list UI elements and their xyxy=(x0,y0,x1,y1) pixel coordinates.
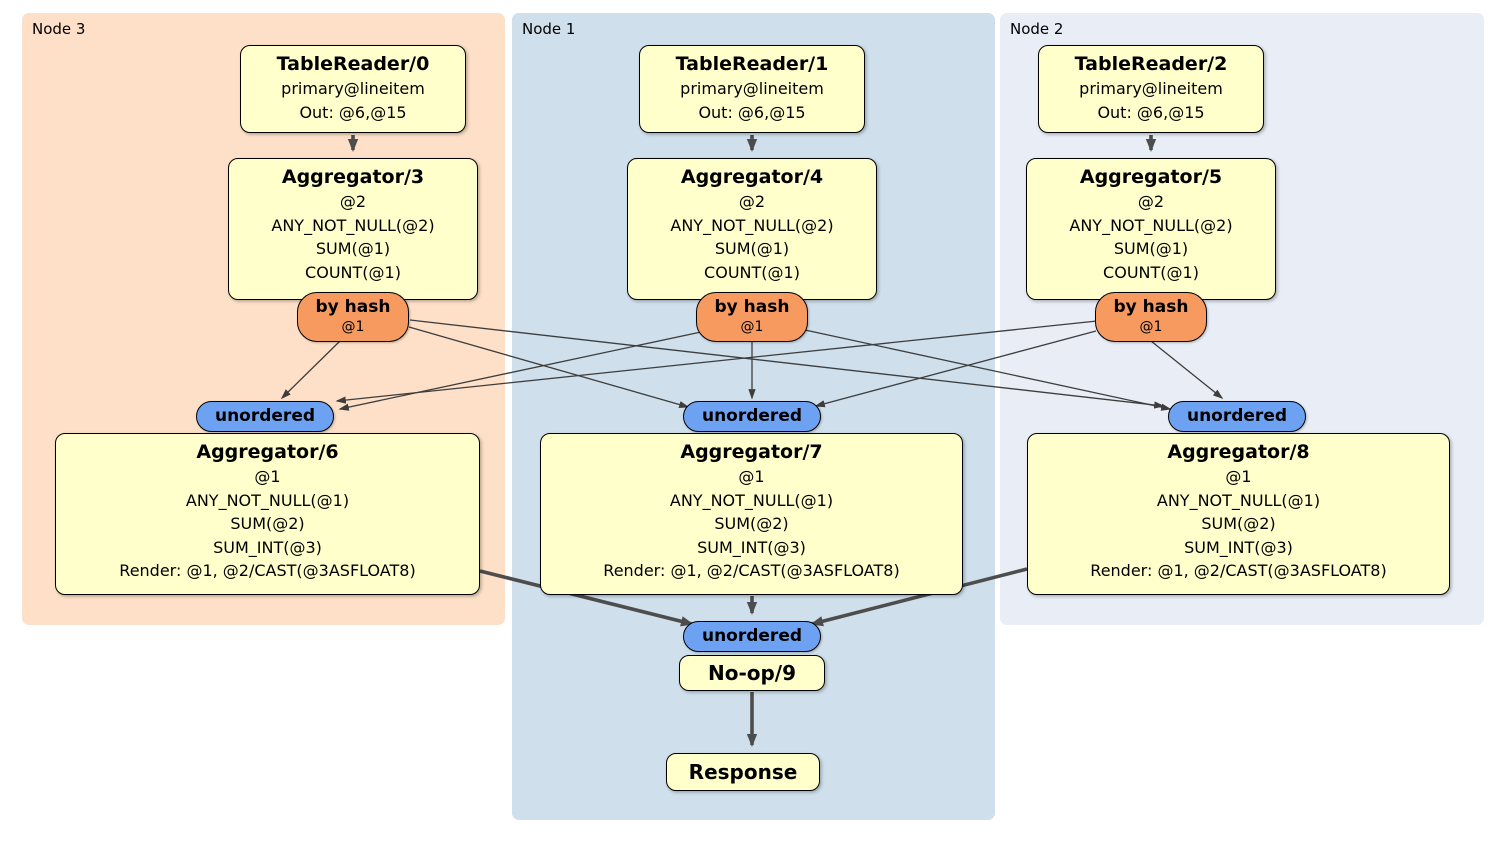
processor-title: TableReader/1 xyxy=(675,53,829,75)
unordered-stream-node2: unordered xyxy=(1168,401,1306,432)
processor-aggregator-5: Aggregator/5 @2 ANY_NOT_NULL(@2) SUM(@1)… xyxy=(1026,158,1276,300)
processor-detail-line: SUM_INT(@3) xyxy=(1184,537,1293,557)
processor-title: Aggregator/4 xyxy=(680,166,824,188)
processor-detail-line: SUM_INT(@3) xyxy=(697,537,806,557)
processor-noop-9: No-op/9 xyxy=(679,655,825,691)
processor-detail-line: ANY_NOT_NULL(@1) xyxy=(185,490,350,510)
processor-detail-line: @1 xyxy=(254,467,281,486)
by-hash-label: by hash xyxy=(1113,297,1189,317)
processor-detail-line: ANY_NOT_NULL(@2) xyxy=(1069,215,1233,235)
processor-detail-line: SUM(@2) xyxy=(1201,514,1276,533)
by-hash-router-node1: by hash @1 xyxy=(696,292,808,342)
processor-detail-line: COUNT(@1) xyxy=(704,262,800,282)
processor-detail-line: ANY_NOT_NULL(@1) xyxy=(669,490,834,510)
processor-title: No-op/9 xyxy=(707,661,797,685)
processor-detail-line: @1 xyxy=(738,467,765,486)
processor-detail-line: @2 xyxy=(738,192,766,211)
processor-detail-line: primary@lineitem xyxy=(680,79,824,98)
processor-detail-line: Render: @1, @2/CAST(@3ASFLOAT8) xyxy=(119,561,416,580)
by-hash-router-node2: by hash @1 xyxy=(1095,292,1207,342)
processor-response: Response xyxy=(666,753,820,791)
by-hash-router-node3: by hash @1 xyxy=(297,292,409,342)
processor-detail-line: SUM_INT(@3) xyxy=(213,537,322,557)
processor-detail-line: Out: @6,@15 xyxy=(299,102,407,122)
region-node2-label: Node 2 xyxy=(1010,20,1064,38)
processor-detail-line: SUM(@1) xyxy=(714,239,790,258)
processor-aggregator-3: Aggregator/3 @2 ANY_NOT_NULL(@2) SUM(@1)… xyxy=(228,158,478,300)
processor-title: Aggregator/8 xyxy=(1167,441,1310,463)
processor-title: Aggregator/6 xyxy=(196,441,339,463)
by-hash-label: by hash xyxy=(714,297,790,317)
processor-detail-line: primary@lineitem xyxy=(281,79,425,98)
processor-aggregator-8: Aggregator/8 @1 ANY_NOT_NULL(@1) SUM(@2)… xyxy=(1027,433,1450,595)
processor-detail-line: COUNT(@1) xyxy=(1103,262,1199,282)
processor-detail-line: SUM(@2) xyxy=(714,514,789,533)
unordered-stream-final: unordered xyxy=(683,621,821,652)
processor-title: TableReader/0 xyxy=(276,53,430,75)
processor-title: Response xyxy=(688,760,798,784)
processor-tablereader-1: TableReader/1 primary@lineitem Out: @6,@… xyxy=(639,45,865,133)
processor-title: Aggregator/5 xyxy=(1079,166,1223,188)
processor-detail-line: SUM(@1) xyxy=(315,239,391,258)
processor-detail-line: @1 xyxy=(1225,467,1252,486)
unordered-stream-node3: unordered xyxy=(196,401,334,432)
processor-detail-line: @2 xyxy=(339,192,367,211)
processor-aggregator-7: Aggregator/7 @1 ANY_NOT_NULL(@1) SUM(@2)… xyxy=(540,433,963,595)
by-hash-columns: @1 xyxy=(341,319,365,335)
processor-detail-line: Out: @6,@15 xyxy=(698,102,806,122)
processor-detail-line: ANY_NOT_NULL(@1) xyxy=(1156,490,1321,510)
processor-detail-line: SUM(@2) xyxy=(230,514,305,533)
unordered-stream-node1: unordered xyxy=(683,401,821,432)
processor-aggregator-6: Aggregator/6 @1 ANY_NOT_NULL(@1) SUM(@2)… xyxy=(55,433,480,595)
by-hash-label: by hash xyxy=(315,297,391,317)
region-node1-label: Node 1 xyxy=(522,20,576,38)
processor-detail-line: Render: @1, @2/CAST(@3ASFLOAT8) xyxy=(603,561,900,580)
processor-detail-line: @2 xyxy=(1137,192,1165,211)
processor-tablereader-2: TableReader/2 primary@lineitem Out: @6,@… xyxy=(1038,45,1264,133)
processor-aggregator-4: Aggregator/4 @2 ANY_NOT_NULL(@2) SUM(@1)… xyxy=(627,158,877,300)
processor-detail-line: Render: @1, @2/CAST(@3ASFLOAT8) xyxy=(1090,561,1387,580)
by-hash-columns: @1 xyxy=(1139,319,1163,335)
processor-detail-line: ANY_NOT_NULL(@2) xyxy=(670,215,834,235)
processor-detail-line: SUM(@1) xyxy=(1113,239,1189,258)
processor-detail-line: COUNT(@1) xyxy=(305,262,401,282)
processor-detail-line: primary@lineitem xyxy=(1079,79,1223,98)
processor-title: Aggregator/7 xyxy=(680,441,823,463)
by-hash-columns: @1 xyxy=(740,319,764,335)
processor-detail-line: Out: @6,@15 xyxy=(1097,102,1205,122)
processor-detail-line: ANY_NOT_NULL(@2) xyxy=(271,215,435,235)
region-node3-label: Node 3 xyxy=(32,20,86,38)
processor-tablereader-0: TableReader/0 primary@lineitem Out: @6,@… xyxy=(240,45,466,133)
processor-title: TableReader/2 xyxy=(1074,53,1228,75)
processor-title: Aggregator/3 xyxy=(281,166,425,188)
